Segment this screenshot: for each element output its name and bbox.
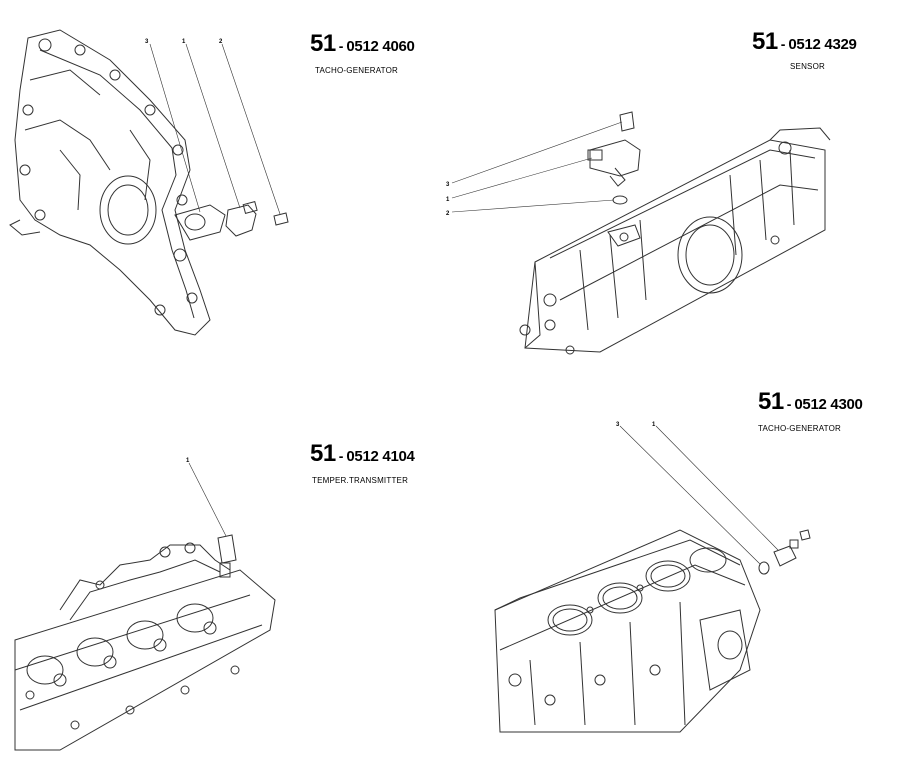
callout-label: 1 (446, 197, 450, 203)
part-header: 51-0512 4329 SENSOR (752, 28, 857, 71)
panel-0512-4300: 51-0512 4300 TACHO-GENERATOR (440, 380, 897, 760)
part-number: 0512 4300 (794, 396, 863, 413)
group-number: 51 (310, 30, 336, 57)
panel-0512-4060: 51-0512 4060 TACHO-GENERATOR (0, 0, 440, 380)
group-number: 51 (310, 440, 336, 467)
panel-0512-4104: 51-0512 4104 TEMPER.TRANSMITTER (0, 380, 440, 760)
callout-label: 1 (186, 458, 190, 464)
separator: - (780, 36, 786, 52)
engine-block-drawing: 3 1 (494, 422, 811, 733)
part-header: 51-0512 4104 TEMPER.TRANSMITTER (310, 440, 415, 485)
separator: - (786, 396, 792, 412)
callout-label: 3 (446, 182, 450, 188)
part-header: 51-0512 4300 TACHO-GENERATOR (758, 388, 863, 433)
part-number: 0512 4060 (346, 38, 415, 55)
callout-label: 2 (219, 39, 223, 45)
group-number: 51 (752, 28, 778, 55)
part-number: 0512 4329 (788, 36, 857, 53)
cylinder-head-drawing: 1 (14, 458, 276, 751)
part-header: 51-0512 4060 TACHO-GENERATOR (310, 30, 415, 75)
callout-label: 2 (446, 211, 450, 217)
separator: - (338, 38, 344, 54)
valve-cover-drawing: 3 1 2 (446, 111, 831, 355)
panel-0512-4329: 51-0512 4329 SENSOR (440, 0, 897, 380)
callout-label: 3 (145, 39, 149, 45)
part-description: TACHO-GENERATOR (315, 66, 399, 75)
group-number: 51 (758, 388, 784, 415)
front-cover-drawing: 3 1 2 (9, 29, 289, 336)
callout-label: 1 (182, 39, 186, 45)
part-description: SENSOR (790, 62, 825, 71)
callout-label: 3 (616, 422, 620, 428)
separator: - (338, 448, 344, 464)
part-number: 0512 4104 (346, 448, 415, 465)
part-description: TACHO-GENERATOR (758, 424, 842, 433)
part-description: TEMPER.TRANSMITTER (312, 476, 409, 485)
callout-label: 1 (652, 422, 656, 428)
